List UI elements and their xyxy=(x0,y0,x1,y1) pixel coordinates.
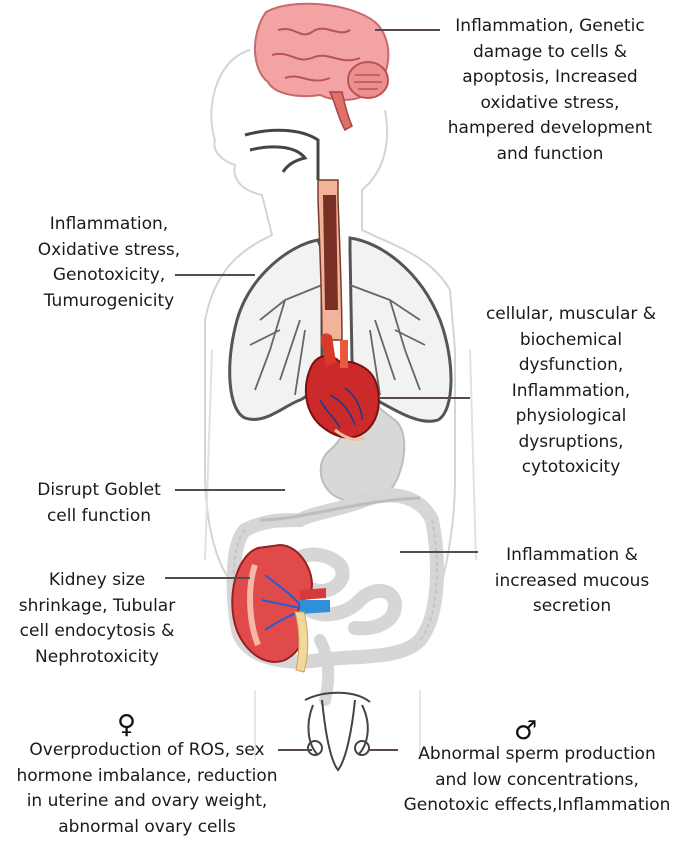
lungs-effects-label: Inflammation, Oxidative stress, Genotoxi… xyxy=(37,214,181,311)
leader-lines xyxy=(165,29,478,751)
airway-cavity xyxy=(244,128,320,180)
stomach-effects-label: Disrupt Goblet cell function xyxy=(37,480,161,526)
male-effects-label: Abnormal sperm production and low concen… xyxy=(403,744,671,815)
bronchi xyxy=(249,284,426,396)
female-effects-label: Overproduction of ROS, sex hormone imbal… xyxy=(16,740,278,837)
brain-effects-label: Inflammation, Genetic damage to cells & … xyxy=(447,16,653,164)
heart-illustration xyxy=(304,333,380,442)
colon-highlight xyxy=(259,496,421,522)
reproductive-illustration xyxy=(304,691,371,772)
intestine-effects-label: Inflammation & increased mucous secretio… xyxy=(494,545,650,616)
trachea xyxy=(323,195,338,310)
male-symbol: ♂ xyxy=(514,716,538,746)
kidney-illustration xyxy=(231,543,330,673)
female-symbol: ♀ xyxy=(117,710,137,740)
brain-illustration xyxy=(254,2,390,132)
heart-effects-label: cellular, muscular & biochemical dysfunc… xyxy=(485,304,657,477)
kidney-effects-label: Kidney size shrinkage, Tubular cell endo… xyxy=(18,570,176,667)
body-outline xyxy=(204,49,477,760)
